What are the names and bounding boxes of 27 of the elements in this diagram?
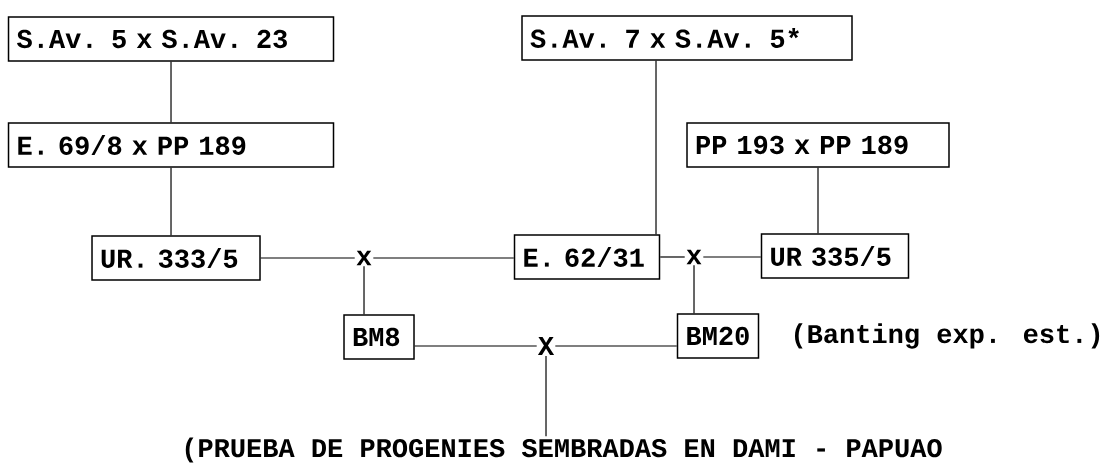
connector-line	[554, 345, 678, 347]
cross-symbol: x	[686, 249, 702, 265]
label-box: S.Av. 7 x S.Av. 5*	[521, 15, 853, 61]
connector-line	[260, 257, 356, 259]
connector-line	[363, 265, 365, 315]
cross-symbol: X	[537, 337, 555, 355]
cross-symbol: x	[356, 250, 372, 266]
connector-line	[170, 61, 172, 123]
connector-line	[170, 167, 172, 236]
connector-line	[702, 256, 762, 258]
note-text: (Banting exp. est.)	[795, 323, 1100, 349]
connector-line	[372, 257, 515, 259]
label-box: UR. 333/5	[91, 235, 261, 281]
connector-line	[655, 60, 657, 235]
label-box: PP 193 x PP 189	[686, 122, 950, 168]
connector-line	[817, 167, 819, 234]
connector-line	[414, 345, 538, 347]
label-box: UR 335/5	[760, 233, 910, 279]
label-box: BM8	[343, 314, 415, 360]
connector-line	[659, 256, 686, 258]
connector-line	[545, 355, 547, 437]
note-text: (PRUEBA DE PROGENIES SEMBRADAS EN DAMI - PAPUAO	[185, 437, 942, 463]
label-box: E. 62/31	[513, 234, 661, 280]
label-box: S.Av. 5 x S.Av. 23	[7, 16, 335, 62]
label-box: BM20	[676, 313, 760, 359]
connector-line	[693, 264, 695, 314]
label-box: E. 69/8 x PP 189	[7, 122, 335, 168]
